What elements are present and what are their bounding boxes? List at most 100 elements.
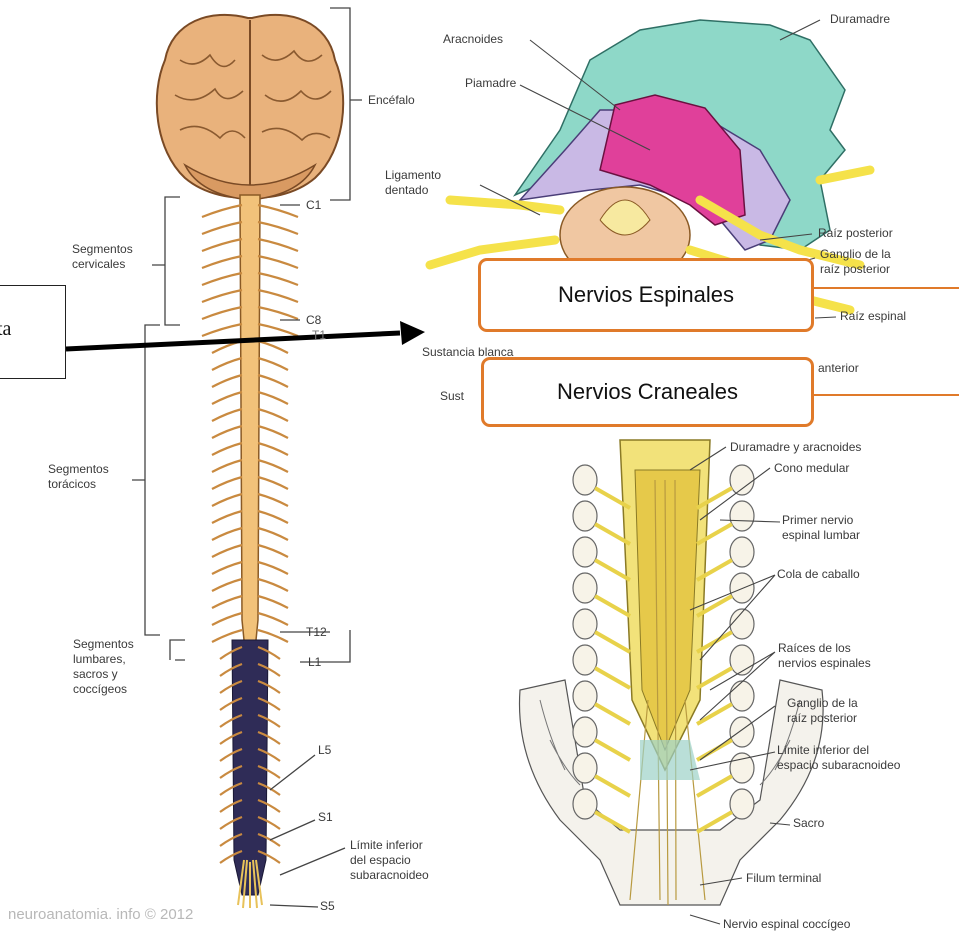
label-sacro: Sacro (793, 816, 824, 831)
spinal-nerve (212, 494, 242, 506)
spinal-nerve (202, 205, 242, 217)
label-ganglio-bottom: Ganglio de la raíz posterior (787, 696, 858, 726)
label-ganglio-top: Ganglio de la raíz posterior (820, 247, 891, 277)
spinal-nerve (258, 511, 288, 523)
spinal-nerve (258, 528, 288, 540)
label-encefalo: Encéfalo (368, 93, 415, 108)
spinal-nerve (258, 222, 298, 234)
spinal-nerve (212, 358, 242, 370)
label-l5: L5 (318, 743, 331, 758)
note-text: ta (0, 318, 11, 341)
label-s1: S1 (318, 810, 333, 825)
spinal-nerve (212, 392, 242, 404)
cauda-equina-figure (520, 440, 824, 905)
vertebral-disc (573, 573, 597, 603)
label-limite: Límite inferior del espacio subaracnoide… (777, 743, 900, 773)
nerve-root (697, 668, 732, 688)
spinal-nerve (258, 341, 288, 353)
spinal-nerve (258, 596, 288, 608)
nerve-root (595, 632, 630, 652)
nerve-root (595, 668, 630, 688)
vertebral-disc (730, 789, 754, 819)
label-coccigeo: Nervio espinal coccígeo (723, 917, 850, 932)
vertebral-disc (573, 609, 597, 639)
callout-nervios-espinales: Nervios Espinales (478, 258, 814, 332)
spinal-nerve (212, 477, 242, 489)
vertebral-disc (573, 717, 597, 747)
spinal-nerve (258, 290, 298, 302)
spinal-nerve (258, 324, 298, 336)
nerve-root (595, 596, 630, 616)
vertebral-disc (573, 789, 597, 819)
label-seg-lumbares: Segmentos lumbares, sacros y coccígeos (73, 637, 134, 697)
nerve-root (595, 740, 630, 760)
spinal-nerve (258, 409, 288, 421)
spinal-nerve (212, 562, 242, 574)
spinal-nerve (212, 426, 242, 438)
spinal-nerve (212, 579, 242, 591)
spinal-nerve (212, 545, 242, 557)
vertebral-disc (573, 501, 597, 531)
label-cono: Cono medular (774, 461, 849, 476)
spinal-nerve (212, 511, 242, 523)
label-l1: L1 (308, 655, 321, 670)
label-primer-nervio: Primer nervio espinal lumbar (782, 513, 860, 543)
label-raiz-espinal: Raíz espinal (840, 309, 906, 324)
nerve-root (697, 776, 732, 796)
note-box: ta (0, 285, 66, 379)
spinal-nerve (212, 443, 242, 455)
spinal-nerve (258, 358, 288, 370)
label-t1: T1 (312, 328, 326, 343)
label-c1: C1 (306, 198, 321, 213)
spinal-cord (240, 195, 260, 700)
vertebral-disc (730, 681, 754, 711)
spinal-nerve (212, 375, 242, 387)
vertebral-disc (573, 537, 597, 567)
brain (157, 15, 343, 200)
spinal-nerve (202, 222, 242, 234)
spinal-nerve (258, 273, 298, 285)
label-seg-toracicos: Segmentos torácicos (48, 462, 109, 492)
vertebral-disc (573, 681, 597, 711)
pointer-arrow (66, 333, 400, 349)
spinal-nerve (258, 205, 298, 217)
spinal-nerve (202, 239, 242, 251)
spinal-nerve (258, 494, 288, 506)
label-s5: S5 (320, 899, 335, 914)
label-sustancia-gris: Sust (440, 389, 464, 404)
vertebral-disc (730, 609, 754, 639)
spinal-nerve (258, 392, 288, 404)
vertebral-disc (573, 753, 597, 783)
spinal-nerve (258, 613, 288, 625)
label-c8: C8 (306, 313, 321, 328)
label-raiz-posterior: Raíz posterior (818, 226, 893, 241)
spinal-nerve (258, 426, 288, 438)
label-piamadre: Piamadre (465, 76, 516, 91)
arrow-head (400, 321, 425, 345)
spinal-nerve (212, 409, 242, 421)
vertebral-disc (730, 537, 754, 567)
spinal-nerve (202, 290, 242, 302)
label-limite-inferior: Límite inferior del espacio subaracnoide… (350, 838, 429, 883)
label-duramadre: Duramadre (830, 12, 890, 27)
nerve-root (595, 704, 630, 724)
spinal-nerve (258, 307, 298, 319)
callout-nervios-craneales: Nervios Craneales (481, 357, 814, 427)
vertebral-disc (730, 465, 754, 495)
label-cola: Cola de caballo (777, 567, 860, 582)
spinal-nerve (258, 375, 288, 387)
spinal-nerve (258, 477, 288, 489)
watermark: neuroanatomia. info © 2012 (8, 906, 193, 923)
vertebral-disc (730, 645, 754, 675)
spinal-nerve (212, 596, 242, 608)
vertebral-disc (730, 717, 754, 747)
label-raices: Raíces de los nervios espinales (778, 641, 871, 671)
spinal-nerve (258, 579, 288, 591)
spinal-nerve (258, 239, 298, 251)
nerve-root (595, 560, 630, 580)
spinal-nerve (258, 443, 288, 455)
label-dura-arac: Duramadre y aracnoides (730, 440, 861, 455)
vertebral-disc (573, 645, 597, 675)
label-t12: T12 (306, 625, 327, 640)
